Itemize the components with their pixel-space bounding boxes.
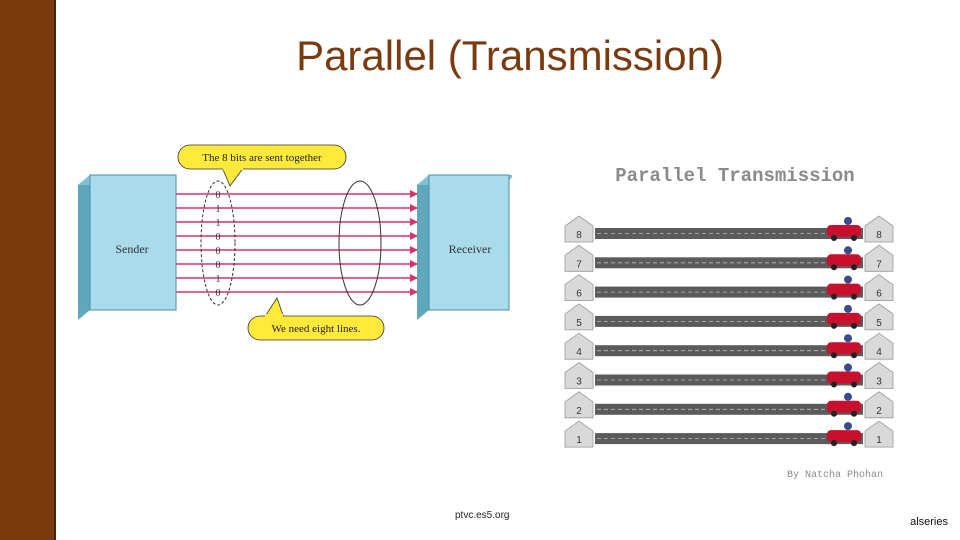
bit-6: 1 [216, 274, 221, 285]
lane-number-right: 8 [876, 230, 882, 241]
driver-icon [844, 422, 852, 430]
car-icon [827, 430, 861, 442]
bit-2: 1 [216, 218, 221, 229]
lane-number-left: 6 [576, 289, 582, 300]
bit-7: 0 [216, 288, 221, 299]
bit-1: 1 [216, 204, 221, 215]
footer-brand: alseries [910, 516, 948, 528]
lane-number-right: 7 [876, 259, 882, 270]
car-icon [827, 342, 861, 354]
lane-number-left: 8 [576, 230, 582, 241]
bit-4: 0 [216, 246, 221, 257]
lane-number-left: 5 [576, 318, 582, 329]
driver-icon [844, 364, 852, 372]
parallel-transmission-diagram: Sender Receiver 0 1 1 0 0 0 1 [72, 140, 512, 350]
bit-3: 0 [216, 232, 221, 243]
footer-source: ptvc.es5.org [455, 510, 509, 521]
lane-number-right: 3 [876, 377, 882, 388]
receiver-box: Receiver [417, 175, 512, 320]
lane-number-left: 2 [576, 406, 582, 417]
lane-number-right: 5 [876, 318, 882, 329]
bit-5: 0 [216, 260, 221, 271]
callout-top-text: The 8 bits are sent together [202, 152, 322, 164]
driver-icon [844, 305, 852, 313]
bit-column: 0 1 1 0 0 0 1 0 [216, 190, 221, 299]
driver-icon [844, 393, 852, 401]
bit-0: 0 [216, 190, 221, 201]
driver-icon [844, 334, 852, 342]
arrowheads [410, 190, 418, 296]
car-icon [827, 254, 861, 266]
car-icon [827, 225, 861, 237]
car-icon [827, 401, 861, 413]
slide-title: Parallel (Transmission) [60, 32, 960, 80]
car-icon [827, 313, 861, 325]
car-icon [827, 284, 861, 296]
lane-number-right: 4 [876, 347, 882, 358]
sender-box: Sender [78, 175, 176, 320]
lines-ellipse [339, 181, 381, 305]
lane-number-left: 7 [576, 259, 582, 270]
callout-top: The 8 bits are sent together [178, 145, 346, 186]
driver-icon [844, 276, 852, 284]
lane-number-right: 6 [876, 289, 882, 300]
driver-icon [844, 246, 852, 254]
car-icon [827, 372, 861, 384]
driver-icon [844, 217, 852, 225]
lane-number-left: 3 [576, 377, 582, 388]
callout-bottom-text: We need eight lines. [272, 323, 361, 335]
lane-number-left: 4 [576, 347, 582, 358]
lane-number-right: 2 [876, 406, 882, 417]
cartoon-title: Parallel Transmission [615, 165, 854, 187]
receiver-label: Receiver [449, 242, 492, 256]
lane-number-left: 1 [576, 435, 582, 446]
cartoon-credit: By Natcha Phohan [787, 469, 883, 481]
lane-number-right: 1 [876, 435, 882, 446]
sender-label: Sender [115, 242, 148, 256]
left-accent-bar [0, 0, 56, 540]
